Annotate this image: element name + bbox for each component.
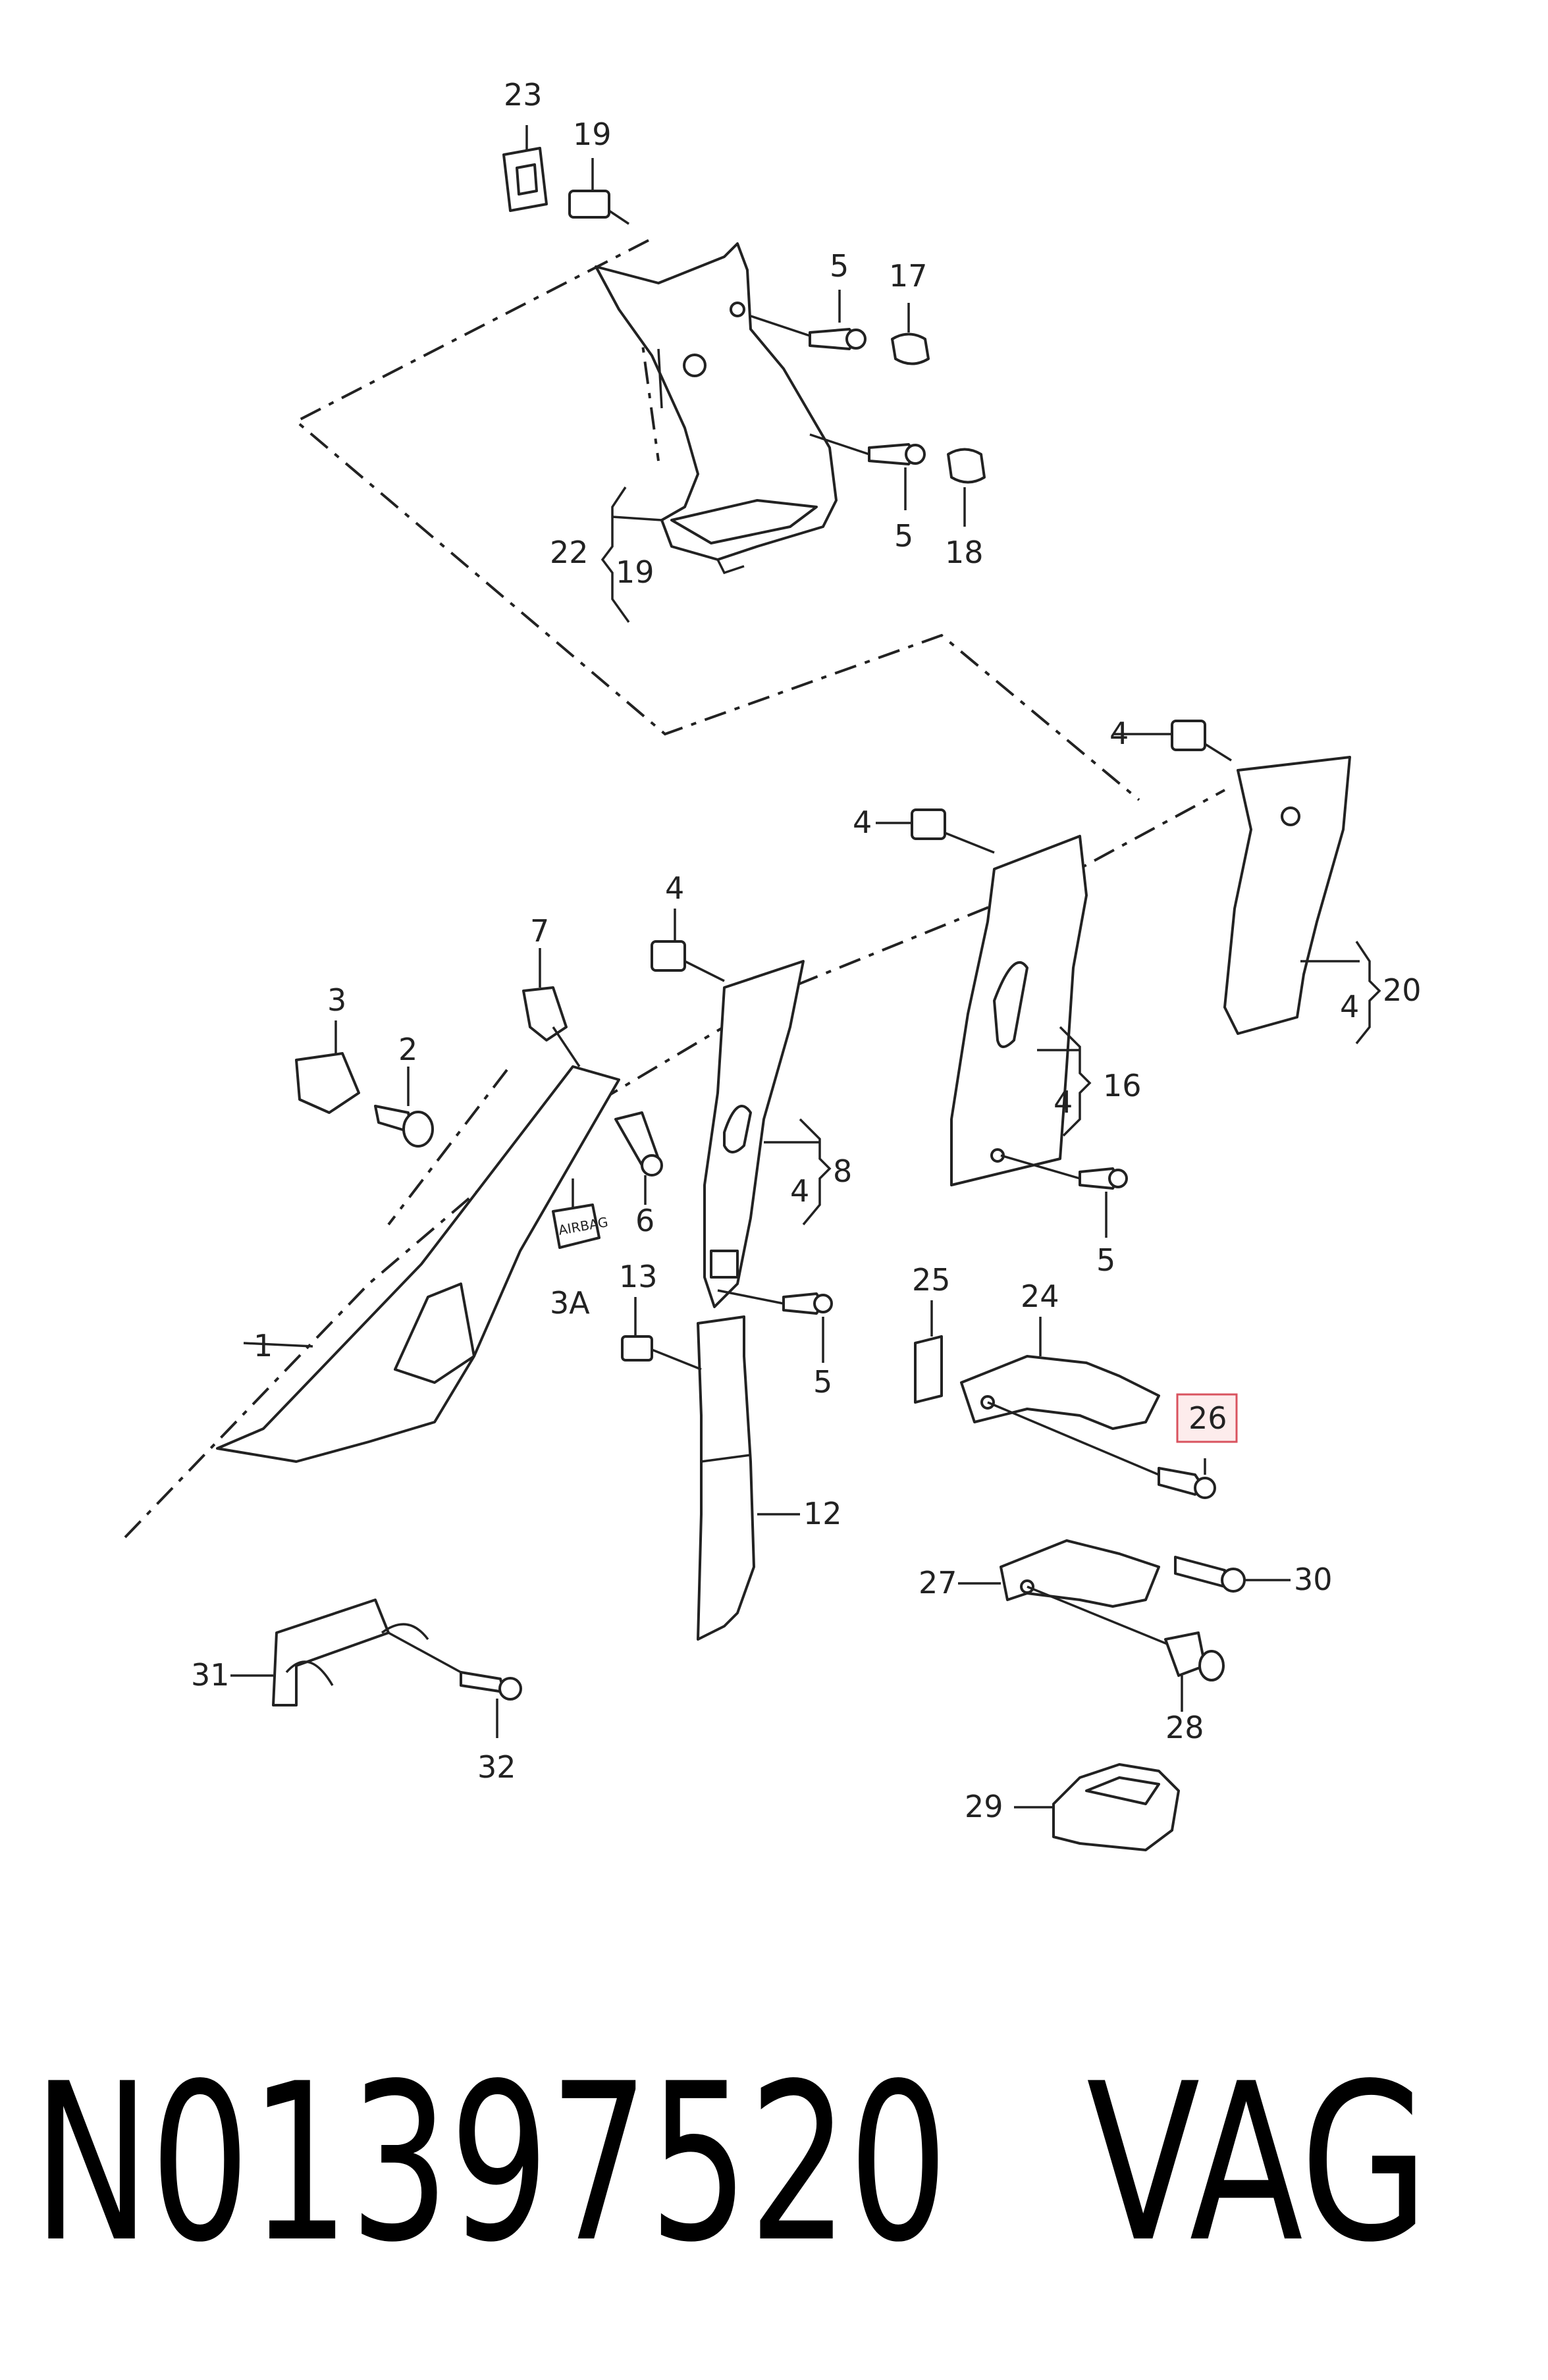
callout-7: 7 — [530, 913, 549, 949]
callout-3a: 3A — [550, 1285, 590, 1321]
part-28-push-clip — [1164, 1631, 1225, 1712]
callout-20: 20 — [1383, 972, 1422, 1008]
callout-5-upper-a: 5 — [830, 248, 849, 284]
callout-4-b-brace: 4 — [790, 1173, 809, 1209]
part-30-screw — [1174, 1556, 1291, 1593]
callout-22: 22 — [550, 535, 589, 570]
part-6-screw — [614, 1111, 663, 1205]
callout-19-top: 19 — [573, 117, 612, 152]
part-5-screw-upper-b — [809, 433, 926, 510]
part-31-holder — [230, 1599, 462, 1706]
part-17-cap — [891, 303, 930, 365]
part-20-rear-pillar-trim — [1223, 756, 1381, 1045]
callout-4-b-pillar: 4 — [665, 870, 684, 906]
callout-26[interactable]: 26 — [1188, 1400, 1227, 1436]
callout-26-highlight[interactable] — [1176, 1393, 1238, 1443]
leader-22 — [612, 516, 662, 521]
part-26-screw — [987, 1401, 1216, 1499]
callout-4-rear-brace: 4 — [1340, 989, 1359, 1024]
part-13-clip — [621, 1297, 702, 1371]
callout-4-rear-upper: 4 — [1109, 716, 1129, 751]
part-25-pad — [914, 1300, 943, 1404]
assembly-outline-upper — [124, 239, 1225, 1539]
part-7-nut — [522, 948, 581, 1067]
callout-25: 25 — [912, 1262, 951, 1298]
brand-name: VAG — [1086, 2037, 1429, 2290]
part-1-a-pillar-trim — [216, 1065, 620, 1463]
part-8-b-pillar-trim-upper — [703, 960, 833, 1363]
part-32-screw — [460, 1671, 522, 1738]
part-29-cap — [1014, 1763, 1180, 1851]
part-4-clip-b-pillar — [651, 909, 725, 982]
part-27-holder — [958, 1539, 1173, 1647]
part-19-clip — [568, 158, 629, 225]
callout-32: 32 — [477, 1749, 516, 1785]
part-18-cap — [947, 448, 986, 527]
callout-3: 3 — [327, 982, 346, 1018]
part-3a-airbag-badge: AIRBAG — [552, 1178, 609, 1249]
callout-19-brace: 19 — [616, 554, 654, 590]
callout-6: 6 — [635, 1203, 654, 1238]
callout-17: 17 — [889, 258, 928, 294]
part-number: N01397520 — [33, 2037, 948, 2290]
callout-27: 27 — [919, 1565, 957, 1600]
part-3-clip — [295, 1020, 360, 1114]
callout-12: 12 — [803, 1496, 842, 1531]
part-2-screw — [374, 1067, 434, 1148]
callout-29: 29 — [965, 1789, 1003, 1824]
callout-16: 16 — [1103, 1068, 1142, 1103]
callout-8: 8 — [833, 1153, 852, 1189]
part-4-clip-mid-upper — [876, 808, 995, 854]
callout-4-mid-upper: 4 — [853, 805, 872, 840]
part-5-screw-upper-a — [750, 290, 867, 350]
part-12-b-pillar-trim-lower — [697, 1315, 800, 1641]
callout-5-mid: 5 — [1096, 1242, 1115, 1278]
callout-23: 23 — [504, 77, 543, 113]
callout-13: 13 — [619, 1259, 658, 1294]
brace-22-19 — [601, 487, 630, 623]
callout-30: 30 — [1294, 1562, 1333, 1597]
callout-5-b: 5 — [813, 1364, 832, 1400]
callout-28: 28 — [1165, 1710, 1204, 1745]
callout-4-mid-brace: 4 — [1054, 1084, 1073, 1120]
part-4-clip-rear-upper — [1113, 720, 1232, 762]
part-24-holder — [960, 1317, 1160, 1430]
callout-2: 2 — [398, 1032, 417, 1067]
callout-24: 24 — [1021, 1279, 1059, 1314]
callout-1: 1 — [254, 1328, 273, 1363]
callout-18: 18 — [945, 535, 984, 570]
part-23-clip — [502, 125, 548, 212]
part-16-pillar-trim-mid — [950, 835, 1128, 1238]
part-22-pillar-trim-upper — [595, 242, 838, 575]
callout-31: 31 — [191, 1657, 230, 1693]
callout-5-upper-b: 5 — [894, 518, 913, 554]
